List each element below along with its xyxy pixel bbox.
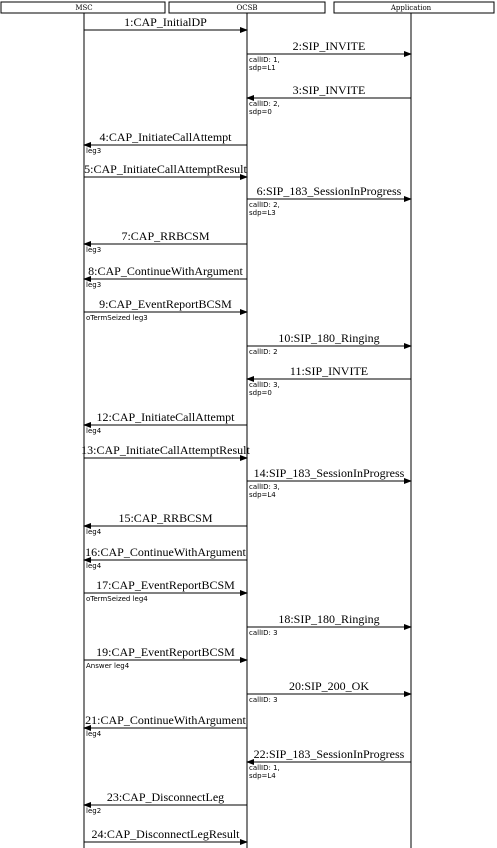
message-note: sdp=L4 <box>249 772 276 780</box>
message-label: 16:CAP_ContinueWithArgument <box>85 545 246 559</box>
message-23: 23:CAP_DisconnectLeg leg2 <box>83 790 247 815</box>
message-note: leg4 <box>86 528 102 536</box>
message-note: callID: 2 <box>249 348 278 356</box>
message-6: 6:SIP_183_SessionInProgress callID: 2,sdp… <box>247 184 412 217</box>
message-17: 17:CAP_EventReportBCSM oTermSeized leg4 <box>84 578 248 603</box>
message-label: 22:SIP_183_SessionInProgress <box>254 747 405 761</box>
message-note: callID: 1, <box>249 56 280 64</box>
message-note: leg4 <box>86 427 102 435</box>
message-label: 23:CAP_DisconnectLeg <box>107 790 224 804</box>
message-note: sdp=0 <box>249 108 272 116</box>
message-label: 3:SIP_INVITE <box>293 83 366 97</box>
participant-label-ocsb: OCSB <box>236 4 257 12</box>
message-label: 21:CAP_ContinueWithArgument <box>85 713 246 727</box>
message-21: 21:CAP_ContinueWithArgument leg4 <box>83 713 247 738</box>
message-label: 2:SIP_INVITE <box>293 39 366 53</box>
message-note: callID: 3, <box>249 381 280 389</box>
message-label: 5:CAP_InitiateCallAttemptResult <box>84 162 247 176</box>
message-note: leg3 <box>86 246 101 254</box>
message-13: 13:CAP_InitiateCallAttemptResult <box>81 443 250 461</box>
message-label: 7:CAP_RRBCSM <box>121 229 209 243</box>
message-note: callID: 3 <box>249 629 278 637</box>
message-4: 4:CAP_InitiateCallAttempt leg3 <box>83 130 247 155</box>
message-label: 14:SIP_183_SessionInProgress <box>254 466 405 480</box>
message-label: 19:CAP_EventReportBCSM <box>96 645 235 659</box>
message-9: 9:CAP_EventReportBCSM oTermSeized leg3 <box>84 297 248 322</box>
message-note: Answer leg4 <box>86 662 130 670</box>
message-label: 11:SIP_INVITE <box>290 364 368 378</box>
message-label: 9:CAP_EventReportBCSM <box>99 297 232 311</box>
participant-box-app <box>333 1 495 14</box>
message-note: callID: 1, <box>249 764 280 772</box>
message-5: 5:CAP_InitiateCallAttemptResult <box>84 162 248 180</box>
lifelines <box>83 13 412 848</box>
message-2: 2:SIP_INVITE callID: 1,sdp=L1 <box>247 39 412 72</box>
message-note: leg3 <box>86 281 101 289</box>
message-label: 10:SIP_180_Ringing <box>278 331 379 345</box>
message-24: 24:CAP_DisconnectLegResult <box>84 827 248 845</box>
message-note: leg4 <box>86 562 102 570</box>
participant-label-msc: MSC <box>75 4 92 12</box>
message-label: 13:CAP_InitiateCallAttemptResult <box>81 443 250 457</box>
message-16: 16:CAP_ContinueWithArgument leg4 <box>83 545 247 570</box>
message-note: callID: 3, <box>249 483 280 491</box>
message-label: 20:SIP_200_OK <box>289 679 369 693</box>
message-note: sdp=L4 <box>249 491 276 499</box>
message-label: 4:CAP_InitiateCallAttempt <box>100 130 233 144</box>
message-label: 6:SIP_183_SessionInProgress <box>257 184 402 198</box>
message-note: leg3 <box>86 147 101 155</box>
message-8: 8:CAP_ContinueWithArgument leg3 <box>83 264 247 289</box>
message-note: leg2 <box>86 807 101 815</box>
message-19: 19:CAP_EventReportBCSM Answer leg4 <box>84 645 248 670</box>
message-note: leg4 <box>86 730 102 738</box>
message-11: 11:SIP_INVITE callID: 3,sdp=0 <box>246 364 411 397</box>
message-7: 7:CAP_RRBCSM leg3 <box>83 229 247 254</box>
message-note: callID: 3 <box>249 696 278 704</box>
participant-box-msc <box>0 1 166 14</box>
message-note: sdp=L3 <box>249 209 276 217</box>
message-label: 12:CAP_InitiateCallAttempt <box>97 410 236 424</box>
message-22: 22:SIP_183_SessionInProgress callID: 1,sd… <box>246 747 411 780</box>
message-15: 15:CAP_RRBCSM leg4 <box>83 511 247 536</box>
message-3: 3:SIP_INVITE callID: 2,sdp=0 <box>246 83 411 116</box>
message-1: 1:CAP_InitialDP <box>84 15 248 33</box>
message-label: 15:CAP_RRBCSM <box>118 511 212 525</box>
message-note: sdp=0 <box>249 389 272 397</box>
message-label: 17:CAP_EventReportBCSM <box>96 578 235 592</box>
message-20: 20:SIP_200_OK callID: 3 <box>247 679 412 704</box>
message-label: 18:SIP_180_Ringing <box>278 612 379 626</box>
participant-label-app: Application <box>390 4 432 12</box>
participant-headers: MSC OCSB Application <box>0 1 495 14</box>
message-note: callID: 2, <box>249 201 280 209</box>
message-12: 12:CAP_InitiateCallAttempt leg4 <box>83 410 247 435</box>
message-14: 14:SIP_183_SessionInProgress callID: 3,sd… <box>247 466 412 499</box>
message-note: callID: 2, <box>249 100 280 108</box>
message-label: 1:CAP_InitialDP <box>124 15 207 29</box>
message-note: oTermSeized leg3 <box>86 314 148 322</box>
message-note: sdp=L1 <box>249 64 276 72</box>
message-label: 24:CAP_DisconnectLegResult <box>92 827 241 841</box>
message-label: 8:CAP_ContinueWithArgument <box>88 264 243 278</box>
message-note: oTermSeized leg4 <box>86 595 148 603</box>
